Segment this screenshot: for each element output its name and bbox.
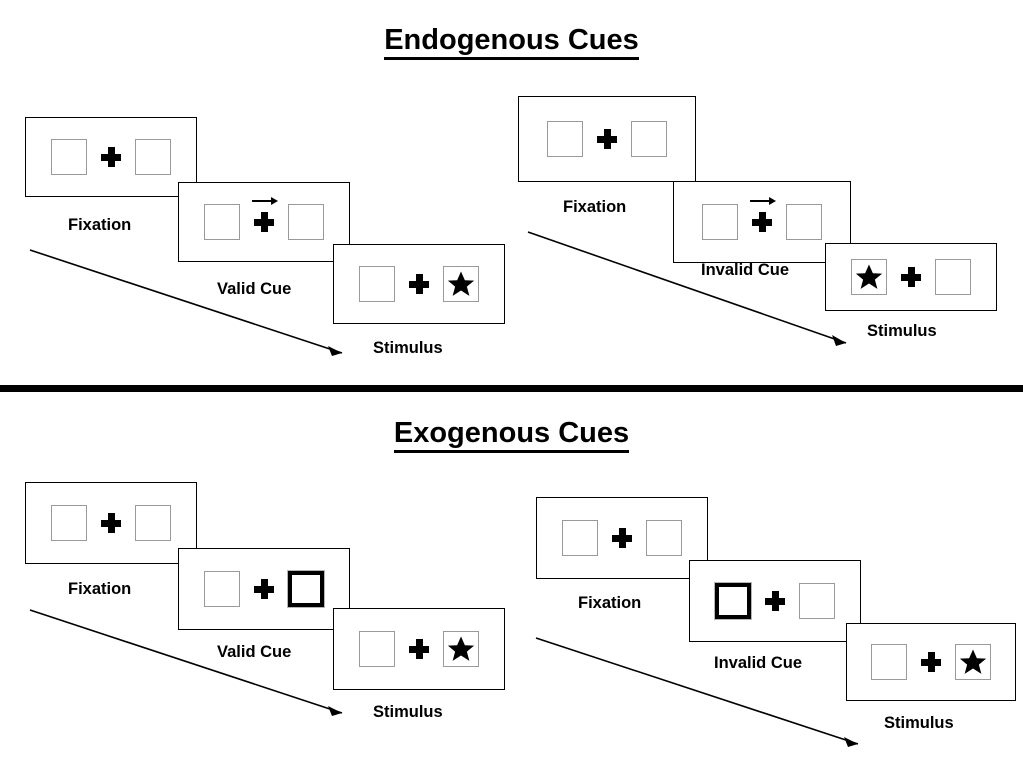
frame-content bbox=[359, 266, 479, 302]
section-divider bbox=[0, 385, 1023, 392]
star-icon bbox=[447, 271, 475, 296]
star-icon bbox=[855, 264, 883, 289]
caption-stimulus: Stimulus bbox=[867, 322, 937, 340]
right-placeholder-box bbox=[288, 204, 324, 240]
frame-content bbox=[51, 139, 171, 175]
endo-valid-frame-stimulus bbox=[333, 244, 505, 324]
caption-fixation: Fixation bbox=[563, 198, 627, 216]
caption-fixation: Fixation bbox=[68, 580, 132, 598]
left-target-box bbox=[851, 259, 887, 295]
fixation-cross-icon bbox=[409, 639, 429, 659]
left-placeholder-box bbox=[51, 505, 87, 541]
frame-content bbox=[702, 197, 822, 240]
right-placeholder-box bbox=[786, 204, 822, 240]
right-placeholder-box bbox=[631, 121, 667, 157]
left-placeholder-box bbox=[204, 204, 240, 240]
star-icon bbox=[447, 636, 475, 661]
right-target-box bbox=[443, 266, 479, 302]
fixation-cross-icon bbox=[409, 274, 429, 294]
frame-content bbox=[851, 259, 971, 295]
star-icon bbox=[959, 649, 987, 674]
fixation-cross-icon bbox=[901, 267, 921, 287]
left-placeholder-box bbox=[547, 121, 583, 157]
frame-content bbox=[871, 644, 991, 680]
endo-invalid-time-arrow bbox=[527, 231, 847, 346]
section-title-exogenous-text: Exogenous Cues bbox=[393, 417, 630, 453]
right-target-box bbox=[443, 631, 479, 667]
section-title-endogenous: Endogenous Cues bbox=[0, 24, 1023, 60]
fixation-cross-icon bbox=[921, 652, 941, 672]
fixation-cross-icon bbox=[101, 147, 121, 167]
right-cued-box bbox=[287, 570, 325, 608]
left-placeholder-box bbox=[51, 139, 87, 175]
left-cued-box bbox=[714, 582, 752, 620]
fixation-cross-icon bbox=[612, 528, 632, 548]
caption-valid-cue: Valid Cue bbox=[217, 643, 292, 661]
left-placeholder-box bbox=[562, 520, 598, 556]
left-placeholder-box bbox=[204, 571, 240, 607]
fixation-cross-icon bbox=[765, 591, 785, 611]
caption-fixation: Fixation bbox=[578, 594, 642, 612]
exo-invalid-time-arrow bbox=[535, 637, 859, 747]
frame-content bbox=[204, 197, 324, 240]
right-target-box bbox=[955, 644, 991, 680]
left-placeholder-box bbox=[871, 644, 907, 680]
exo-valid-frame-cue bbox=[178, 548, 350, 630]
caption-fixation: Fixation bbox=[68, 216, 132, 234]
frame-content bbox=[714, 582, 835, 620]
exo-valid-time-arrow bbox=[29, 609, 343, 716]
caption-invalid-cue: Invalid Cue bbox=[714, 654, 803, 672]
fixation-cross-icon bbox=[254, 579, 274, 599]
endogenous-arrow-cue-icon bbox=[750, 197, 777, 207]
endo-valid-frame-cue bbox=[178, 182, 350, 262]
right-placeholder-box bbox=[646, 520, 682, 556]
exo-valid-frame-fixation bbox=[25, 482, 197, 564]
endo-invalid-frame-fixation bbox=[518, 96, 696, 182]
left-placeholder-box bbox=[702, 204, 738, 240]
fixation-cross-icon bbox=[597, 129, 617, 149]
caption-stimulus: Stimulus bbox=[373, 339, 443, 357]
frame-content bbox=[51, 505, 171, 541]
caption-invalid-cue: Invalid Cue bbox=[701, 261, 790, 279]
right-placeholder-box bbox=[135, 139, 171, 175]
frame-content bbox=[359, 631, 479, 667]
endo-invalid-frame-stimulus bbox=[825, 243, 997, 311]
endo-valid-frame-fixation bbox=[25, 117, 197, 197]
section-title-exogenous: Exogenous Cues bbox=[0, 417, 1023, 453]
exo-valid-frame-stimulus bbox=[333, 608, 505, 690]
exo-invalid-frame-cue bbox=[689, 560, 861, 642]
caption-stimulus: Stimulus bbox=[373, 703, 443, 721]
right-placeholder-box bbox=[135, 505, 171, 541]
frame-content bbox=[547, 121, 667, 157]
section-title-endogenous-text: Endogenous Cues bbox=[384, 24, 639, 60]
exo-invalid-frame-fixation bbox=[536, 497, 708, 579]
right-placeholder-box bbox=[935, 259, 971, 295]
frame-content bbox=[562, 520, 682, 556]
exo-invalid-frame-stimulus bbox=[846, 623, 1016, 701]
left-placeholder-box bbox=[359, 266, 395, 302]
right-placeholder-box bbox=[799, 583, 835, 619]
frame-content bbox=[204, 570, 325, 608]
endo-invalid-frame-cue bbox=[673, 181, 851, 263]
endogenous-arrow-cue-icon bbox=[252, 197, 279, 207]
fixation-cross-icon bbox=[252, 197, 279, 232]
fixation-cross-icon bbox=[101, 513, 121, 533]
caption-valid-cue: Valid Cue bbox=[217, 280, 292, 298]
left-placeholder-box bbox=[359, 631, 395, 667]
caption-stimulus: Stimulus bbox=[884, 714, 954, 732]
endo-valid-time-arrow bbox=[29, 249, 343, 356]
fixation-cross-icon bbox=[750, 197, 777, 232]
